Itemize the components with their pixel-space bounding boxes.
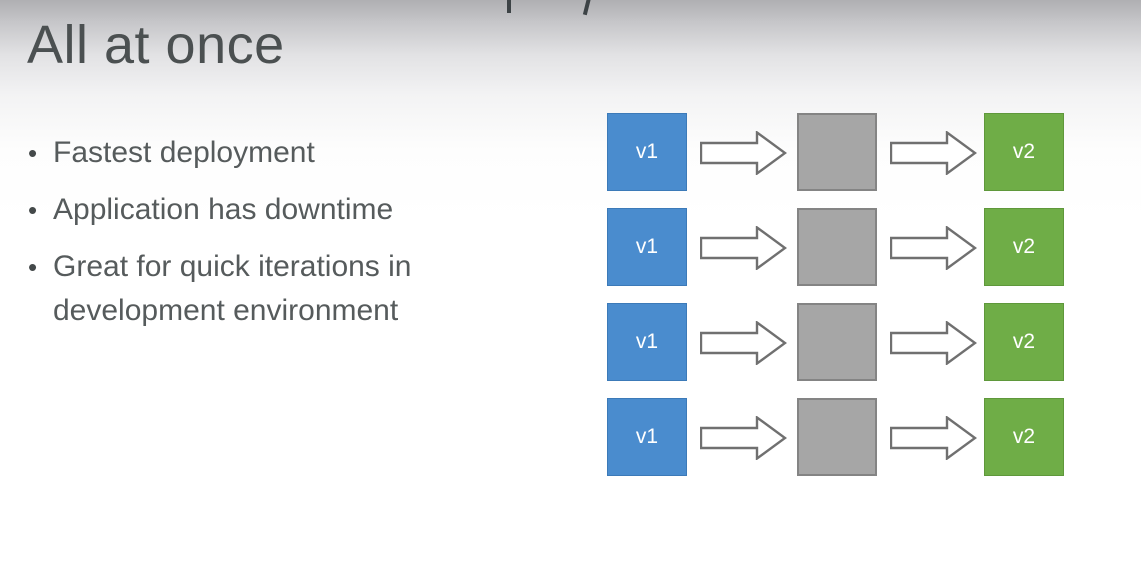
v2-label: v2 <box>1012 330 1036 353</box>
v2-box: v2 <box>984 303 1064 381</box>
bullet-icon: • <box>28 195 38 225</box>
bullet-icon: • <box>28 252 38 282</box>
right-arrow-icon <box>700 131 787 175</box>
v1-box: v1 <box>607 113 687 191</box>
v1-label: v1 <box>635 425 659 448</box>
v1-label: v1 <box>635 330 659 353</box>
v1-label: v1 <box>635 235 659 258</box>
list-item: • Application has downtime <box>28 188 528 232</box>
v2-label: v2 <box>1012 425 1036 448</box>
right-arrow-icon <box>700 226 787 270</box>
v1-box: v1 <box>607 398 687 476</box>
downtime-box <box>797 208 877 286</box>
right-arrow-icon <box>890 131 977 175</box>
right-arrow-icon <box>700 321 787 365</box>
v1-box: v1 <box>607 208 687 286</box>
flow-row: v1 v2 <box>607 303 1064 381</box>
cropped-letter-descender-icon <box>582 0 592 16</box>
flow-row: v1 v2 <box>607 113 1064 191</box>
v2-box: v2 <box>984 208 1064 286</box>
v2-box: v2 <box>984 113 1064 191</box>
v1-label: v1 <box>635 140 659 163</box>
bullet-icon: • <box>28 138 38 168</box>
cropped-letter-descender-icon <box>507 0 511 13</box>
bullet-text: Great for quick iterations in developmen… <box>53 250 412 327</box>
right-arrow-icon <box>700 416 787 460</box>
bullet-text: Fastest deployment <box>53 136 315 169</box>
downtime-box <box>797 113 877 191</box>
v1-box: v1 <box>607 303 687 381</box>
right-arrow-icon <box>890 321 977 365</box>
flow-row: v1 v2 <box>607 398 1064 476</box>
downtime-box <box>797 303 877 381</box>
bullet-text: Application has downtime <box>53 193 394 226</box>
v2-label: v2 <box>1012 140 1036 163</box>
v2-box: v2 <box>984 398 1064 476</box>
page-title: All at once <box>27 15 285 75</box>
right-arrow-icon <box>890 226 977 270</box>
deployment-flow-diagram: v1 v2 v1 v2 <box>607 113 1064 476</box>
flow-row: v1 v2 <box>607 208 1064 286</box>
downtime-box <box>797 398 877 476</box>
list-item: • Great for quick iterations in developm… <box>28 245 528 333</box>
v2-label: v2 <box>1012 235 1036 258</box>
right-arrow-icon <box>890 416 977 460</box>
list-item: • Fastest deployment <box>28 131 528 175</box>
bullet-list: • Fastest deployment • Application has d… <box>28 131 528 346</box>
